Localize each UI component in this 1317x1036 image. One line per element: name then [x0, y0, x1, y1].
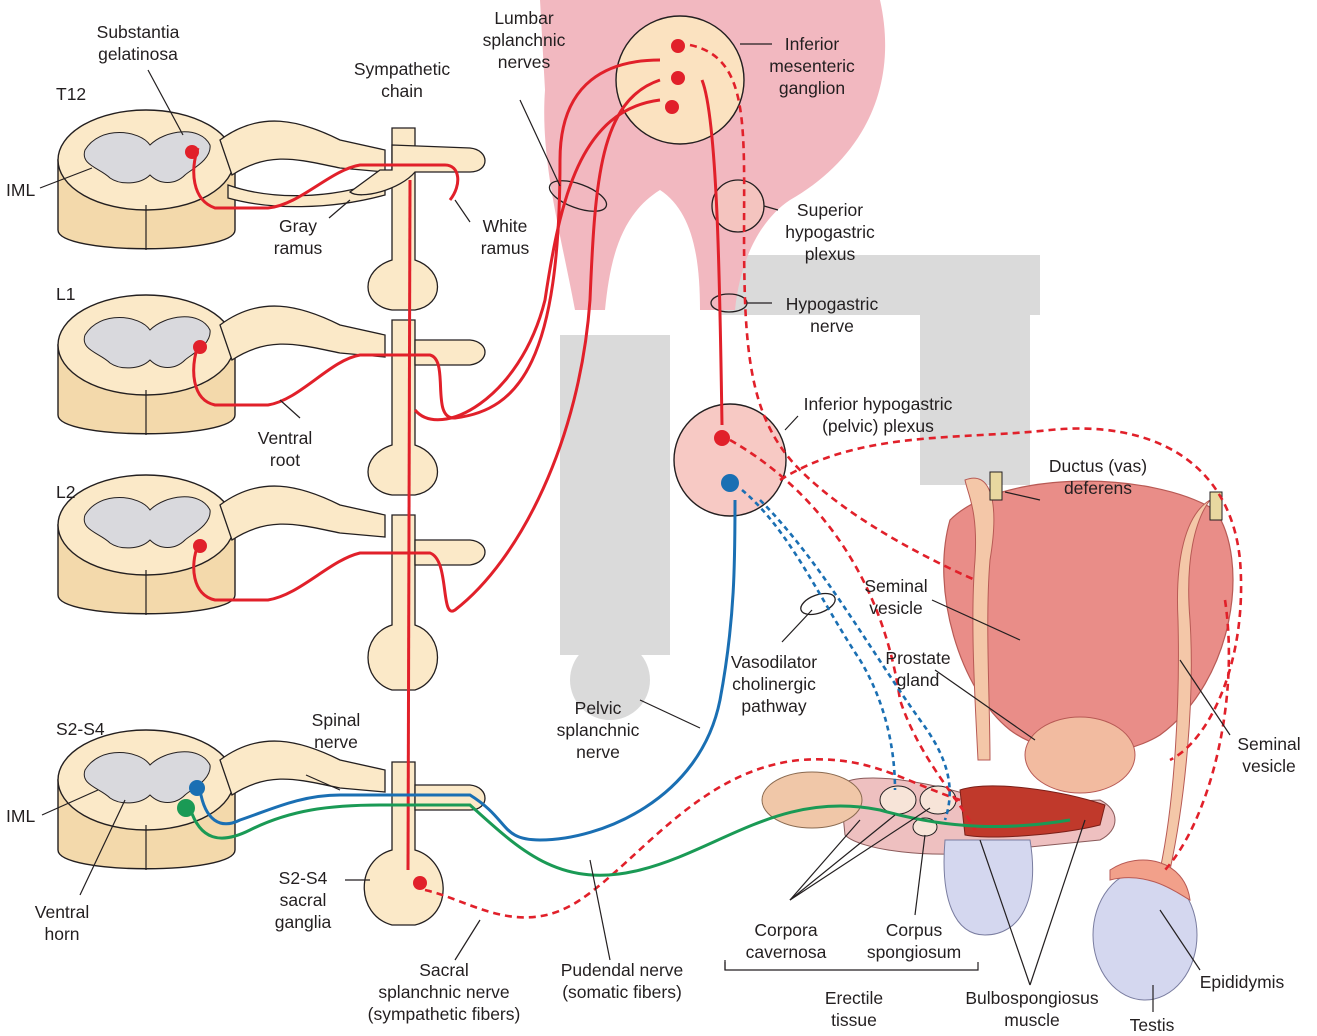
label-t12: T12 [56, 84, 86, 104]
cord-l2 [58, 475, 385, 615]
cord-t12 [58, 110, 385, 250]
label-s2s4: S2-S4 [56, 719, 105, 739]
label-pudendal-nerve: Pudendal nerve(somatic fibers) [561, 960, 684, 1002]
label-iml-top: IML [6, 180, 35, 200]
label-iml-bottom: IML [6, 806, 35, 826]
superior-hypogastric-plexus [712, 180, 764, 232]
label-l1: L1 [56, 284, 75, 304]
label-l2: L2 [56, 482, 75, 502]
label-testis: Testis [1130, 1015, 1175, 1035]
pelvic-organs [762, 472, 1233, 1000]
label-epididymis: Epididymis [1200, 972, 1285, 992]
inferior-hypogastric-plexus [674, 404, 786, 516]
